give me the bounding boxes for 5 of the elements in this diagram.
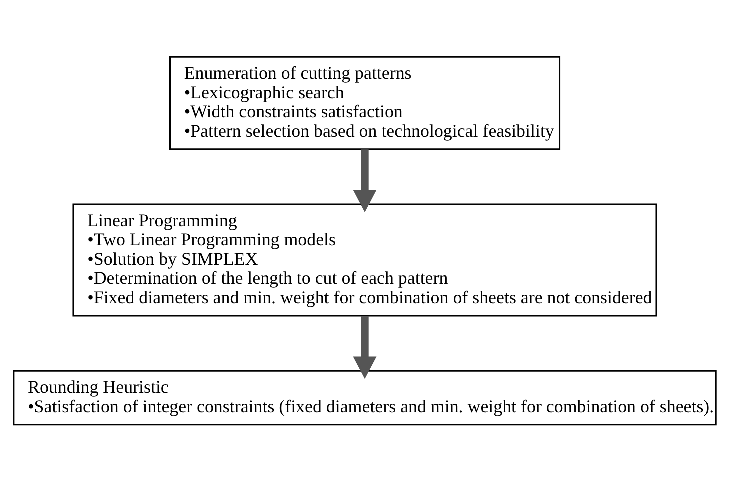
node-box: Linear Programming •Two Linear Programming models •Solution by SIMPLEX •Determination of the length to cut of each pattern •Fixed diameters and min. weight for combination of sheets are not considered (72, 204, 658, 317)
arrow (353, 316, 377, 380)
arrow (353, 150, 377, 212)
node-box: Rounding Heuristic •Satisfaction of integer constraints (fixed diameters and min. weight for combination of sheets). (13, 370, 717, 426)
node-box: Enumeration of cutting patterns •Lexicographic search •Width constraints satisfaction •Pattern selection based on technological feasibility (169, 56, 561, 150)
